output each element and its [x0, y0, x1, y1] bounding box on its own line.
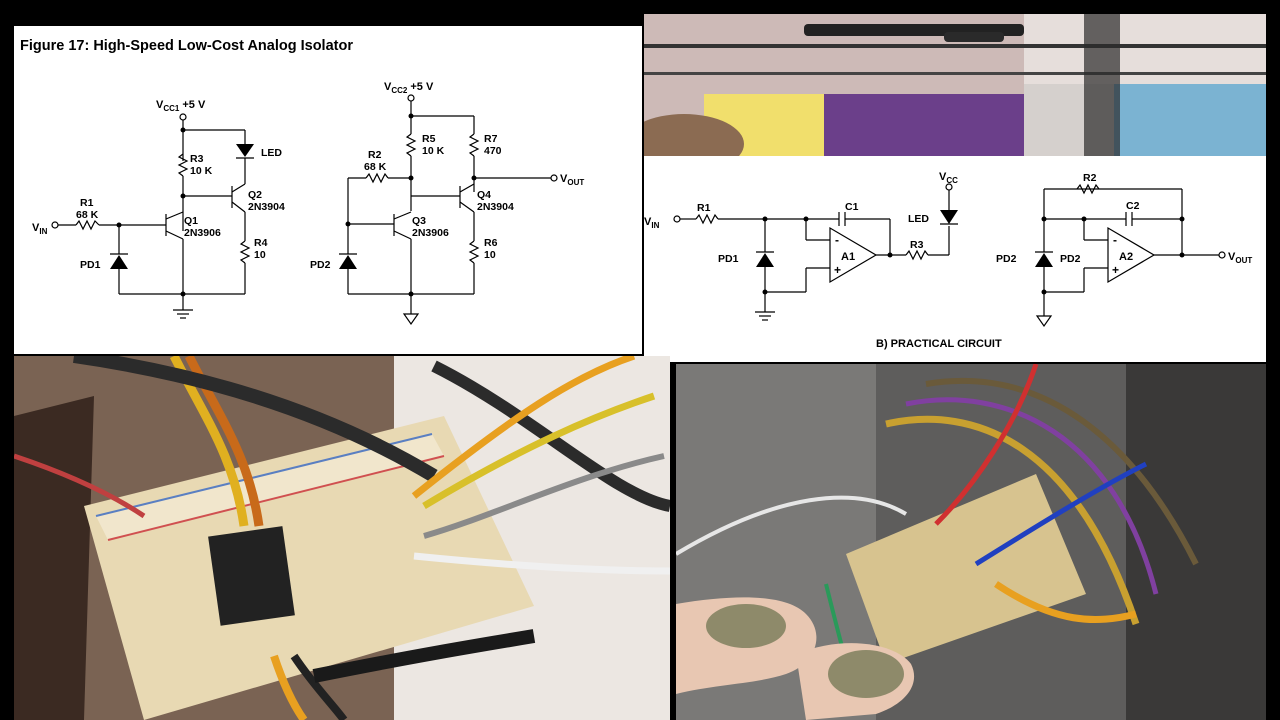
schematic-drawing: VCC1+5 V R3 10 K LED Q2 2N3904 R4 10 Q [32, 81, 584, 326]
c1-label: C1 [845, 201, 859, 213]
a2-minus: - [1113, 233, 1117, 247]
breadboard-photo-right-drawing [676, 364, 1266, 720]
r5-resistor [405, 133, 417, 157]
pd1-label: PD1 [80, 259, 101, 271]
r6-value: 10 [484, 249, 496, 261]
r2-label: R2 [368, 149, 382, 161]
fingernail-2 [828, 650, 904, 698]
vout-terminal [550, 174, 558, 182]
led-symbol [236, 144, 254, 157]
r1-value: 68 K [76, 209, 99, 221]
r4-resistor [239, 240, 251, 264]
r2-resistor [365, 172, 389, 184]
practical-circuit: VIN R1 C1 PD1 - + A1 [644, 156, 1266, 362]
figure-title: Figure 17: High-Speed Low-Cost Analog Is… [20, 38, 353, 54]
vin-terminal [51, 221, 59, 229]
ground2-symbol [402, 313, 420, 326]
q3-value: 2N3906 [412, 227, 449, 239]
a2-opamp [1107, 226, 1156, 284]
practical-pd2-label-b: PD2 [1060, 253, 1081, 265]
breadboard-photo-right [676, 364, 1266, 720]
practical-pd2-photodiode [1035, 253, 1053, 267]
room-photo-drawing [644, 14, 1266, 156]
r3-resistor [177, 153, 189, 177]
small-breadboard [846, 474, 1086, 664]
practical-vout-terminal [1218, 251, 1226, 259]
practical-pd2-label-a: PD2 [996, 253, 1017, 265]
r4-value: 10 [254, 249, 266, 261]
vin-label: VIN [32, 222, 48, 236]
q1-label: Q1 [184, 215, 198, 227]
a2-label: A2 [1119, 251, 1133, 263]
a1-minus: - [835, 233, 839, 247]
vcc2-terminal [407, 94, 415, 102]
practical-vout-label: VOUT [1228, 251, 1252, 265]
practical-pd1-label: PD1 [718, 253, 739, 265]
r7-resistor [468, 133, 480, 157]
pd2-photodiode [339, 255, 357, 269]
practical-r1-resistor [695, 213, 719, 225]
r3-value: 10 K [190, 165, 213, 177]
practical-ground2-symbol [1035, 315, 1053, 328]
r1-label: R1 [80, 197, 94, 209]
a1-plus: + [834, 263, 841, 277]
practical-r3-resistor [905, 249, 929, 261]
q2-value: 2N3904 [248, 201, 285, 213]
vcc1-label: VCC1+5 V [156, 99, 206, 113]
practical-vcc-terminal [945, 183, 953, 191]
q2-label: Q2 [248, 189, 262, 201]
practical-vin-terminal [673, 215, 681, 223]
vcc2-label: VCC2+5 V [384, 81, 434, 95]
breadboard-photo-left-drawing [14, 356, 670, 720]
q1-value: 2N3906 [184, 227, 221, 239]
r5-label: R5 [422, 133, 436, 145]
pd2-label: PD2 [310, 259, 331, 271]
practical-led-label: LED [908, 213, 929, 225]
r7-value: 470 [484, 145, 502, 157]
practical-led-symbol [940, 210, 958, 224]
r6-resistor [468, 240, 480, 264]
practical-caption: B) PRACTICAL CIRCUIT [876, 338, 1002, 350]
ic-chip [208, 526, 295, 626]
fingernail-1 [706, 604, 786, 648]
q4-value: 2N3904 [477, 201, 514, 213]
a2-plus: + [1112, 263, 1119, 277]
practical-vcc-label: VCC [939, 171, 958, 185]
pd1-photodiode [110, 255, 128, 269]
r5-value: 10 K [422, 145, 445, 157]
practical-r2-resistor [1076, 183, 1100, 195]
r4-label: R4 [254, 237, 268, 249]
practical-pd1-photodiode [756, 253, 774, 267]
r3-label: R3 [190, 153, 204, 165]
r2-value: 68 K [364, 161, 387, 173]
isolator-schematic: Figure 17: High-Speed Low-Cost Analog Is… [14, 26, 642, 354]
room-photo [644, 14, 1266, 156]
r7-label: R7 [484, 133, 498, 145]
led-label: LED [261, 147, 282, 159]
r6-label: R6 [484, 237, 498, 249]
practical-r3-label: R3 [910, 239, 924, 251]
vcc1-terminal [179, 113, 187, 121]
r1-resistor [75, 219, 100, 231]
c2-label: C2 [1126, 200, 1140, 212]
vout-label: VOUT [560, 173, 584, 187]
a1-label: A1 [841, 251, 855, 263]
practical-circuit-drawing: VIN R1 C1 PD1 - + A1 [644, 171, 1252, 350]
practical-vin-label: VIN [644, 216, 660, 230]
q3-label: Q3 [412, 215, 426, 227]
breadboard-photo-left [14, 356, 670, 720]
practical-r2-label: R2 [1083, 172, 1097, 184]
practical-r1-label: R1 [697, 202, 711, 214]
q4-label: Q4 [477, 189, 491, 201]
a1-opamp [829, 226, 878, 284]
